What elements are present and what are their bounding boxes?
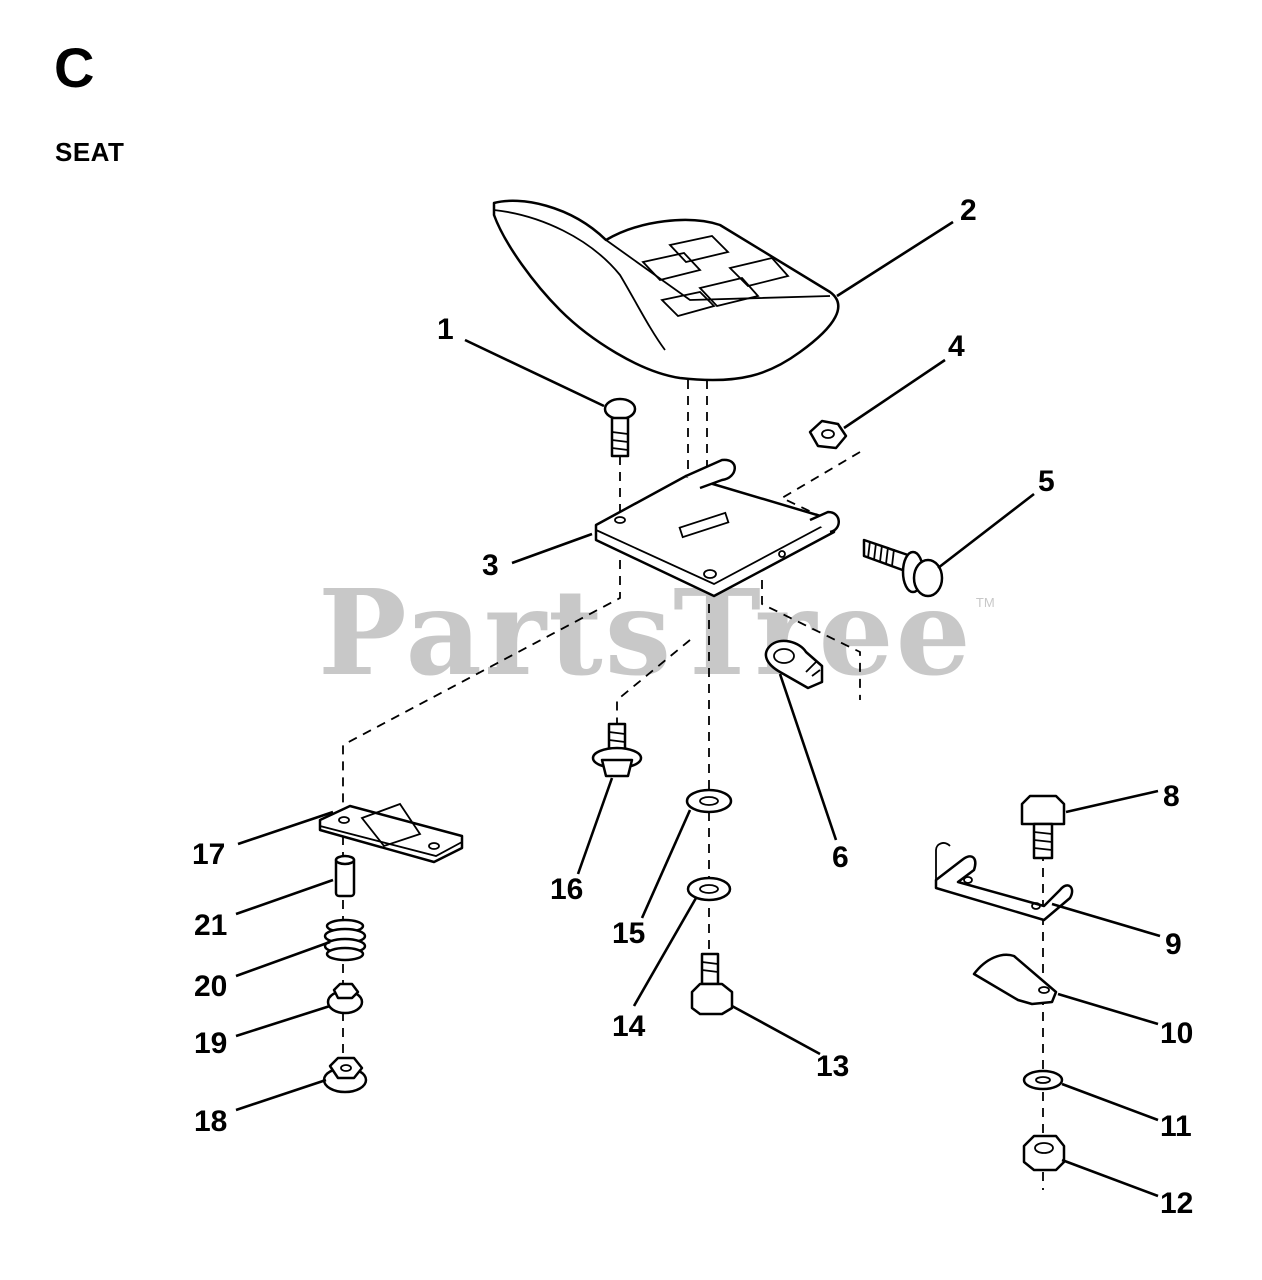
small-washer-part: [686, 876, 732, 902]
partstree-watermark: PartsTree TM: [318, 574, 995, 692]
carriage-bolt-part: [603, 397, 637, 458]
bracket-part: [318, 802, 464, 864]
clip-part: [764, 639, 824, 690]
callout-18: 18: [194, 1105, 227, 1138]
callout-3: 3: [482, 549, 499, 582]
pin-part: [334, 854, 356, 898]
callout-16: 16: [550, 873, 583, 906]
spring-part: [323, 918, 367, 962]
callout-12: 12: [1160, 1187, 1193, 1220]
callout-6: 6: [832, 841, 849, 874]
hex-bolt-part: [591, 722, 643, 778]
adjuster-knob-part: [326, 982, 364, 1015]
callout-5: 5: [1038, 465, 1055, 498]
nut-part: [808, 419, 848, 450]
callout-17: 17: [192, 838, 225, 871]
callout-20: 20: [194, 970, 227, 1003]
shoulder-bolt-part: [862, 538, 944, 598]
plate-part: [972, 953, 1058, 1006]
watermark-trademark: TM: [975, 595, 995, 610]
callout-4: 4: [948, 330, 965, 363]
hex-head-bolt-part: [690, 952, 734, 1016]
flat-washer-part: [1022, 1069, 1064, 1091]
callout-11: 11: [1160, 1110, 1192, 1143]
callout-14: 14: [612, 1010, 646, 1043]
callout-13: 13: [816, 1050, 849, 1083]
large-washer-part: [685, 788, 733, 814]
section-title: SEAT: [55, 137, 125, 167]
flange-nut-part: [322, 1056, 368, 1094]
bolt-part: [1020, 794, 1066, 860]
callout-8: 8: [1163, 780, 1180, 813]
seat-bracket-part: [934, 842, 1074, 922]
leader-lines: [235, 220, 1161, 1198]
callout-19: 19: [194, 1027, 227, 1060]
callout-1: 1: [437, 313, 454, 346]
callout-21: 21: [194, 909, 227, 942]
section-letter: C: [54, 36, 95, 99]
callout-15: 15: [612, 917, 645, 950]
seat-part: [492, 199, 840, 382]
callout-2: 2: [960, 194, 977, 227]
callout-labels: 1 2 3 4 5 6 8 9 10 11 12 13 14 15 16 17 …: [192, 194, 1193, 1220]
seat-plate-part: [594, 458, 840, 598]
watermark-text: PartsTree: [318, 563, 973, 702]
callout-9: 9: [1165, 928, 1182, 961]
lock-nut-part: [1022, 1134, 1066, 1172]
callout-10: 10: [1160, 1017, 1193, 1050]
